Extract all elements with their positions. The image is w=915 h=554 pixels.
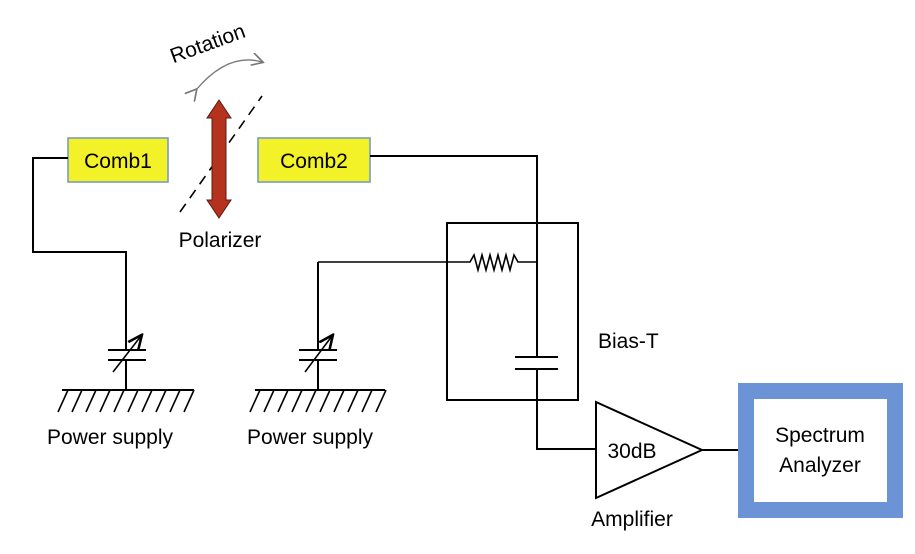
amplifier-gain-label: 30dB: [607, 440, 656, 463]
ground-right-icon: [249, 389, 387, 413]
amplifier-triangle-icon: [595, 400, 705, 500]
power-supply-left-label: Power supply: [47, 426, 174, 449]
analyzer-label-line2: Analyzer: [779, 454, 861, 477]
amplifier-label: Amplifier: [591, 508, 673, 531]
bias-t-output-wire: [536, 369, 596, 450]
polarizer-arrow-icon: [206, 99, 232, 219]
variable-capacitor-left-icon: [108, 336, 146, 390]
bias-t-label: Bias-T: [598, 330, 659, 353]
variable-capacitor-right-icon: [299, 336, 337, 390]
bias-t-box: [446, 222, 579, 401]
ground-left-icon: [57, 389, 195, 413]
spectrum-analyzer-box: [738, 383, 903, 518]
comb2-wire: [370, 155, 538, 264]
comb1-label: Comb1: [84, 150, 152, 173]
comb1-wire: [32, 157, 127, 342]
polarizer-label: Polarizer: [179, 229, 262, 252]
rotation-arrow-icon: [196, 60, 262, 90]
comb2-box: [257, 137, 371, 183]
capacitor-icon: [515, 356, 558, 370]
inductor-icon: [318, 251, 537, 274]
comb1-box: [67, 137, 169, 183]
comb2-label: Comb2: [280, 150, 348, 173]
power-supply-right-label: Power supply: [247, 426, 374, 449]
analyzer-label-line1: Spectrum: [775, 424, 865, 447]
